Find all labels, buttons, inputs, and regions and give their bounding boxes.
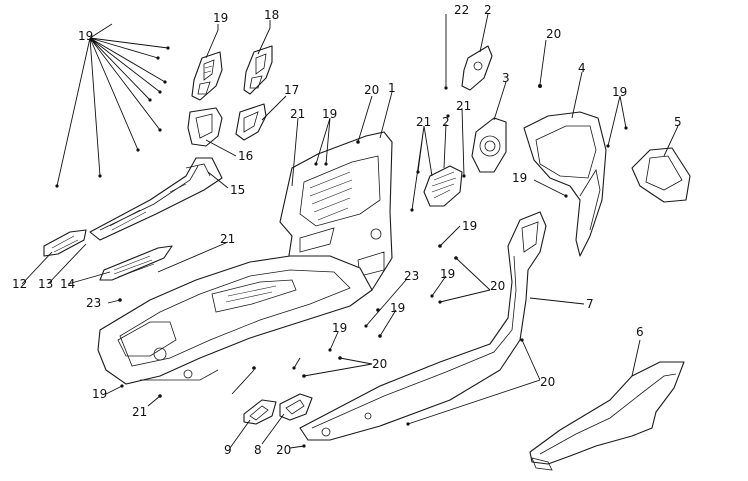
callout-19: 19	[612, 85, 627, 99]
callout-19: 20	[276, 443, 291, 457]
callout-19: 19	[440, 267, 455, 281]
callout-21: 22	[454, 3, 469, 17]
leader-lines	[21, 13, 679, 449]
part-12-vent	[99, 245, 173, 281]
part-7-side-cover	[299, 211, 547, 441]
callout-20: 20	[490, 279, 505, 293]
callout-10: 12	[12, 277, 27, 291]
callout-23: 23	[404, 269, 419, 283]
callout-21: 21	[456, 99, 471, 113]
part-3-housing	[471, 117, 507, 173]
callout-20: 20	[364, 83, 379, 97]
part-10-trim	[43, 229, 87, 257]
callout-3: 3	[502, 71, 510, 85]
part-14-grille-frame	[187, 107, 223, 147]
callout-21: 21	[290, 107, 305, 121]
callout-1: 1	[388, 81, 396, 95]
callout-20: 21	[132, 405, 147, 419]
part-16-grille	[243, 45, 273, 95]
callout-4: 4	[578, 61, 586, 75]
part-13-side-rail	[89, 157, 223, 241]
callout-19: 19	[332, 321, 347, 335]
part-6-rear-cover	[529, 361, 685, 471]
callout-2: 2	[484, 3, 492, 17]
callout-11: 13	[38, 277, 53, 291]
callout-16: 18	[264, 8, 279, 22]
callout-20: 20	[372, 357, 387, 371]
callout-21: 21	[416, 115, 431, 129]
callout-8: 8	[254, 443, 262, 457]
callout-20: 20	[546, 27, 561, 41]
callout-14: 16	[238, 149, 253, 163]
callout-2: 2	[442, 115, 450, 129]
callout-19: 20	[540, 375, 555, 389]
part-17-grille	[191, 51, 223, 101]
callout-9: 9	[224, 443, 232, 457]
part-4-front-cover	[523, 111, 607, 257]
part-15-grille-frame	[235, 103, 267, 141]
callout-17: 19	[213, 11, 228, 25]
part-floor-panel	[97, 255, 373, 385]
part-9-trim	[243, 399, 277, 425]
part-2-bracket-top	[461, 45, 493, 91]
callout-15: 17	[284, 83, 299, 97]
callout-5: 5	[674, 115, 682, 129]
callout-19: 19	[512, 171, 527, 185]
part-5-cap	[631, 147, 691, 203]
callout-19: 19	[390, 301, 405, 315]
callout-21: 21	[220, 232, 235, 246]
callout-19: 19	[92, 387, 107, 401]
callout-22: 23	[86, 296, 101, 310]
callout-13: 15	[230, 183, 245, 197]
callout-7: 7	[586, 297, 594, 311]
part-8-trim	[279, 393, 313, 421]
callout-19: 19	[462, 219, 477, 233]
callout-labels: 19 19 18 17 16 15 14 13 12 21 23 21 19 2…	[12, 3, 682, 457]
callout-12: 14	[60, 277, 75, 291]
callout-18: 19	[78, 29, 93, 43]
callout-19: 19	[322, 107, 337, 121]
part-2-horn-assembly	[423, 165, 463, 207]
callout-6: 6	[636, 325, 644, 339]
